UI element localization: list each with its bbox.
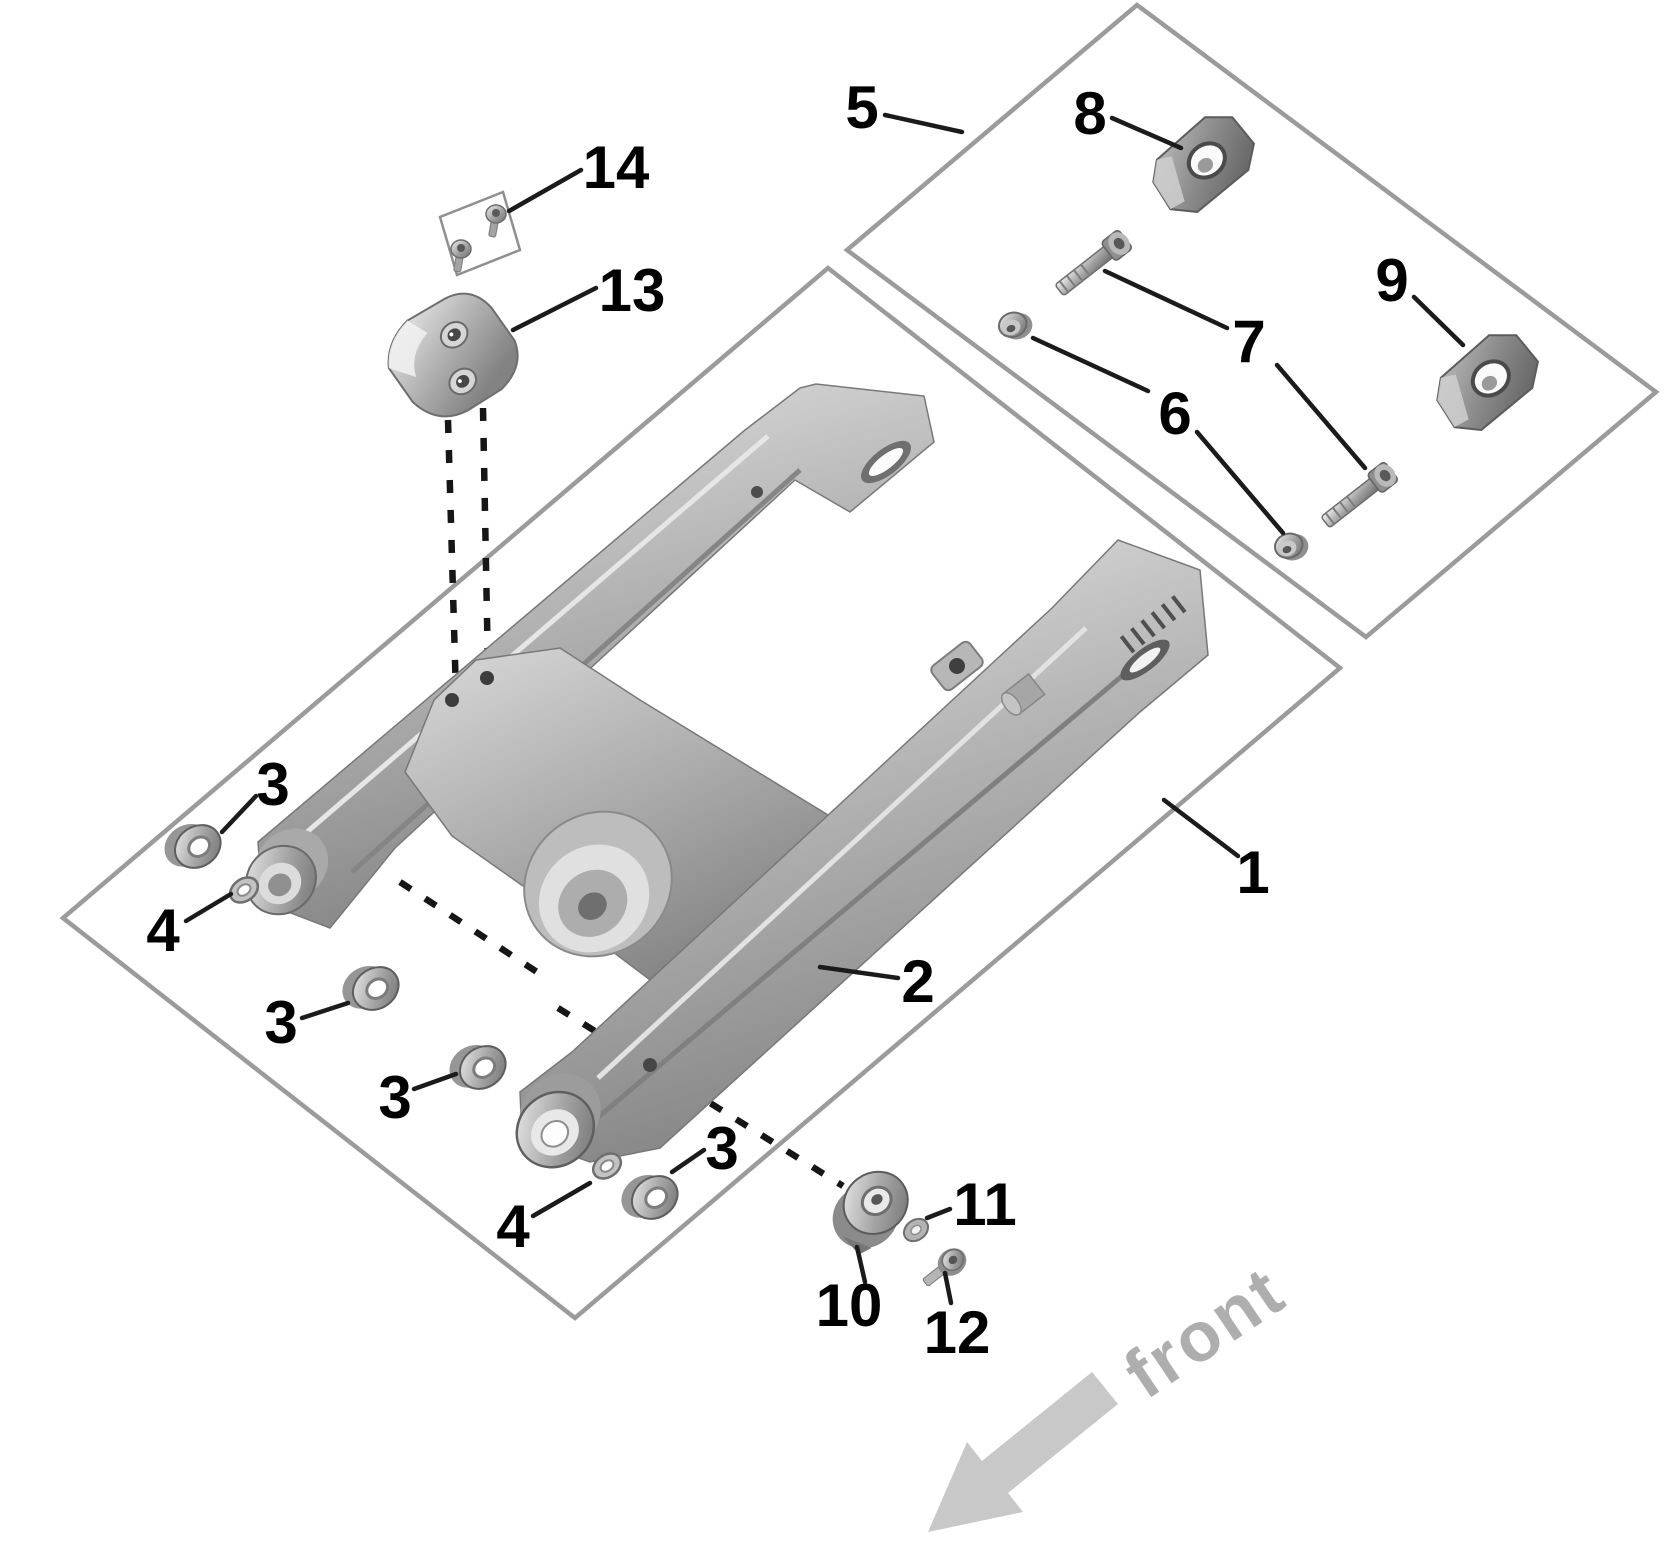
dashed-line-roller-alignment [556, 1005, 845, 1189]
pivot-tube [523, 810, 673, 958]
callout-number: 2 [901, 948, 934, 1015]
bracket-bolt [485, 204, 507, 239]
callout-8-chain-adjuster-block: 8 [1073, 80, 1184, 151]
callout-3-pivot-bearing: 3 [669, 1115, 739, 1182]
callout-number: 3 [378, 1064, 411, 1131]
leader-line [924, 1206, 953, 1221]
boundary-boxes [59, 2, 1660, 1321]
chain-adjuster-block-8 [1139, 103, 1267, 224]
mount-tab [930, 640, 984, 692]
leader-line [1109, 115, 1184, 151]
leader-line [299, 1000, 351, 1021]
leader-line [942, 1270, 954, 1306]
callout-11-roller-washer: 11 [924, 1171, 1017, 1238]
callout-number: 6 [1158, 380, 1191, 447]
guard-boss [1000, 672, 1046, 716]
callout-number: 1 [1236, 839, 1269, 906]
leader-line [1194, 429, 1286, 536]
callout-number: 3 [705, 1115, 738, 1182]
callout-6-adjuster-nut: 6 [1030, 335, 1286, 536]
pivot-bearing [332, 951, 409, 1025]
leader-line [669, 1147, 707, 1175]
roller-bolt [922, 1248, 967, 1287]
callout-number: 8 [1073, 80, 1106, 147]
axle-slot [1120, 639, 1170, 681]
callout-1-swingarm-assembly: 1 [1161, 797, 1270, 906]
callout-4-seal-washer: 4 [146, 891, 234, 964]
callout-13-chain-guide-bracket: 13 [510, 257, 666, 333]
callout-3-pivot-bearing: 3 [219, 751, 290, 835]
chain-guide-bracket [387, 292, 519, 418]
pivot-bearing [154, 809, 231, 883]
axle-slot [861, 440, 911, 484]
bolt-kit-box [438, 190, 522, 277]
leader-line [882, 112, 965, 135]
callout-2-swingarm-body: 2 [817, 948, 935, 1015]
leader-line [854, 1244, 868, 1285]
callout-number: 7 [1232, 308, 1265, 375]
callout-number: 9 [1375, 247, 1408, 314]
front-direction-arrow [928, 1372, 1118, 1532]
callout-number: 10 [816, 1272, 883, 1339]
adjuster-nut-6b [1270, 526, 1314, 567]
swingarm-near-arm [515, 539, 1209, 1169]
callout-number: 5 [845, 74, 878, 141]
dashed-alignment-lines [398, 407, 845, 1189]
front-label: front [1110, 1251, 1298, 1413]
leader-line [183, 891, 234, 924]
leader-line [1274, 362, 1368, 471]
adjuster-bolt-7a [1050, 226, 1136, 301]
callout-number: 3 [256, 751, 289, 818]
callout-number: 4 [146, 897, 180, 964]
leader-line [506, 167, 584, 214]
roller-washer [902, 1217, 930, 1243]
leader-line [510, 285, 599, 333]
callout-10-chain-roller: 10 [816, 1244, 883, 1339]
main-assembly-box [59, 265, 1344, 1321]
callout-number: 14 [583, 134, 650, 201]
adjuster-bolt-7b [1316, 458, 1402, 533]
front-indicator: front [928, 1251, 1299, 1532]
bracket-bolt [450, 239, 472, 274]
dashed-line-bracket-alignment-left [444, 419, 460, 696]
swingarm-body [245, 383, 1209, 1169]
callout-9-chain-adjuster-block: 9 [1375, 247, 1466, 348]
leader-line [1030, 335, 1151, 394]
callout-number: 4 [496, 1193, 530, 1260]
callout-4-seal-washer: 4 [496, 1180, 593, 1260]
chain-adjuster-block-9 [1423, 321, 1551, 442]
callout-14-bracket-bolt-kit: 14 [506, 134, 650, 214]
callout-number: 3 [264, 989, 297, 1056]
callout-number: 11 [953, 1171, 1016, 1238]
callout-12-roller-bolt: 12 [924, 1270, 991, 1366]
callout-3-pivot-bearing: 3 [264, 989, 351, 1056]
dashed-line-pivot-axis [398, 879, 542, 977]
leader-line [817, 964, 901, 981]
callout-number: 13 [599, 257, 666, 324]
chain-roller [832, 1170, 909, 1255]
near-pivot-eye [515, 1073, 601, 1169]
far-pivot-boss [245, 828, 329, 916]
dashed-line-bracket-alignment-right [479, 407, 492, 671]
callout-number: 12 [924, 1299, 991, 1366]
pivot-bearing [439, 1030, 516, 1104]
leader-line [1102, 268, 1230, 331]
callout-5-chain-adjuster-kit: 5 [845, 74, 965, 141]
leader-line [411, 1071, 459, 1092]
adjuster-serrations [1119, 595, 1187, 654]
callout-3-pivot-bearing: 3 [378, 1064, 459, 1131]
leader-line [530, 1180, 593, 1219]
adjuster-kit-box [843, 2, 1660, 640]
adjuster-nut-6a [994, 305, 1038, 346]
leader-line [219, 793, 259, 835]
leader-line [1161, 797, 1241, 859]
callout-7-adjuster-bolt: 7 [1102, 268, 1368, 471]
leader-line [1411, 294, 1466, 348]
